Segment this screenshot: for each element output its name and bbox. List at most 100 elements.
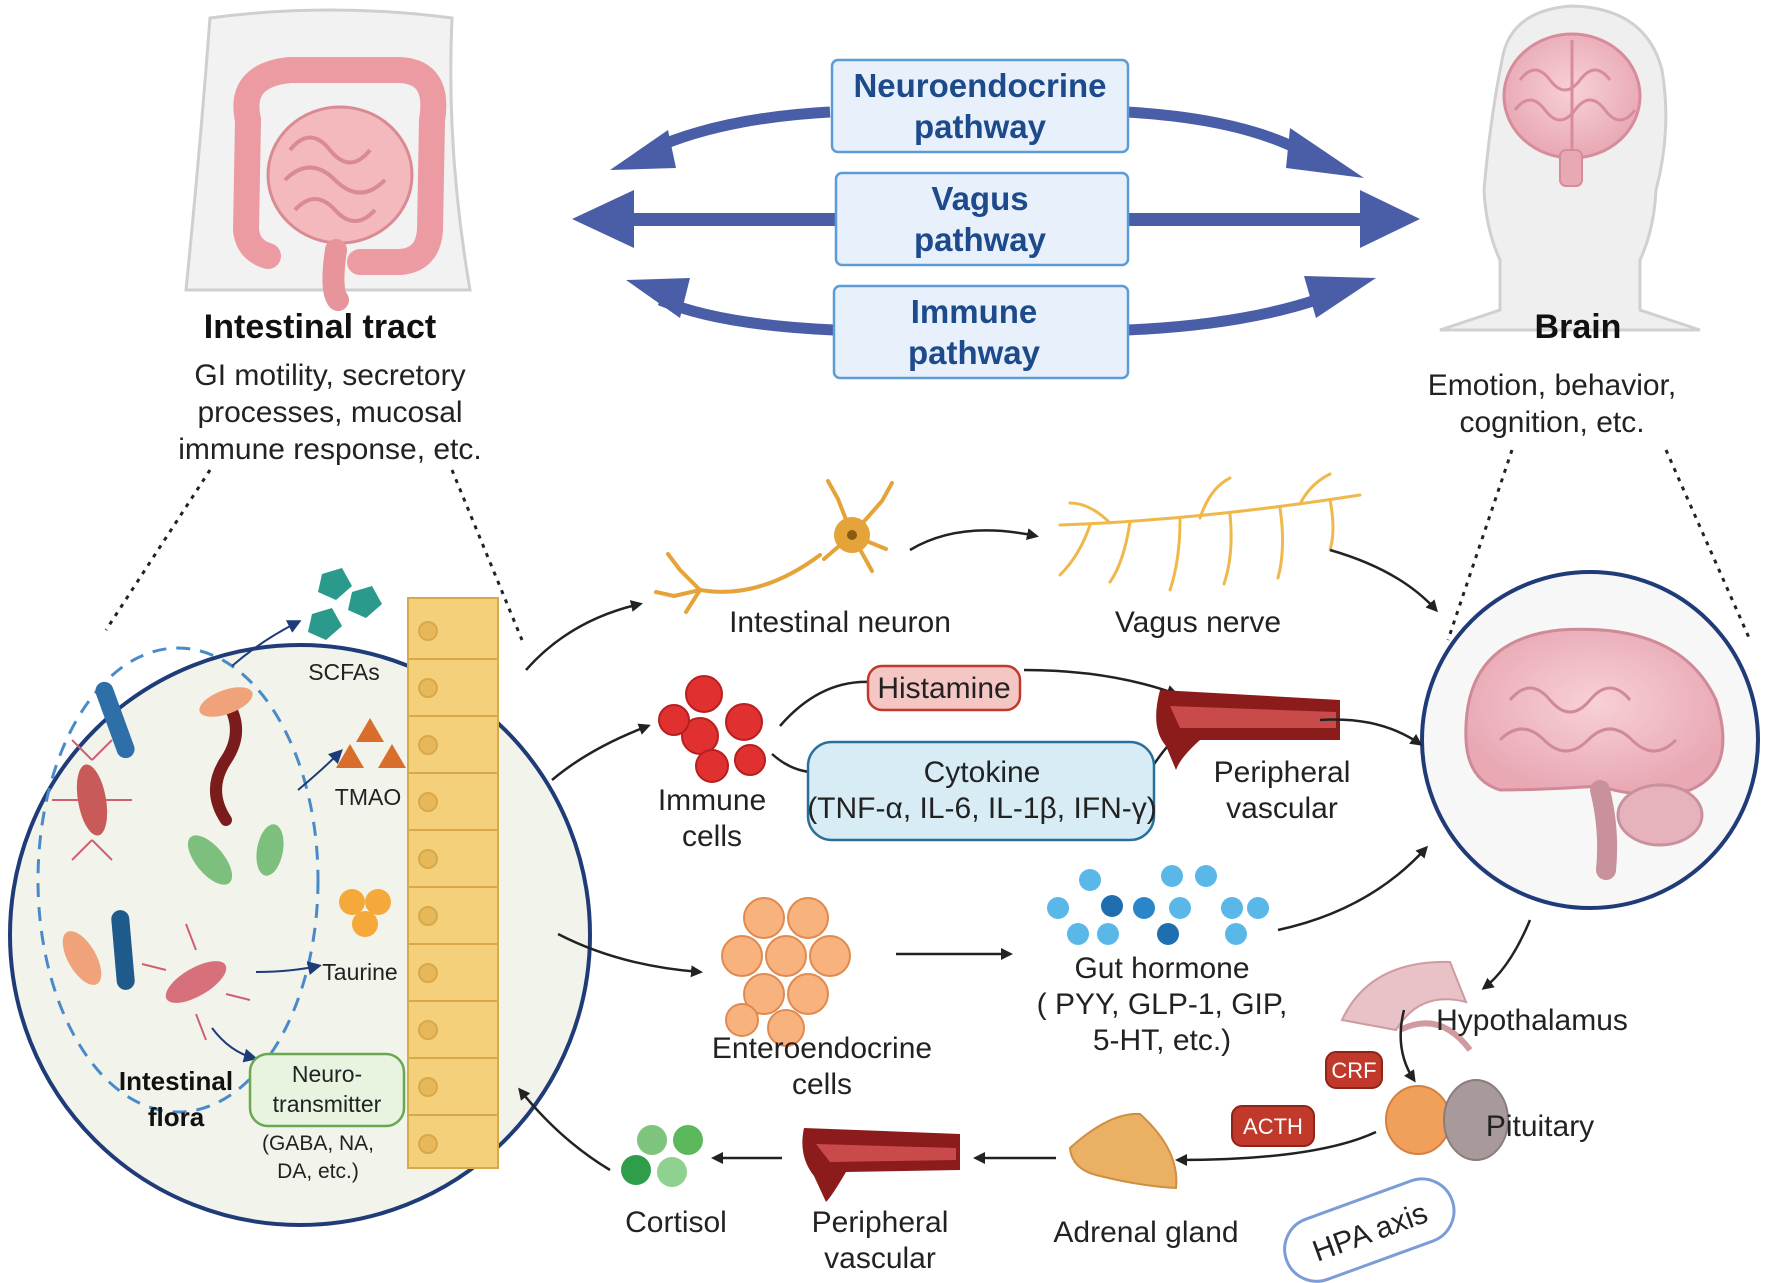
acth-label: ACTH (1243, 1114, 1303, 1139)
gut-hormone-title: Gut hormone (1074, 952, 1249, 985)
peripheral-vascular-icon-upper (1156, 690, 1340, 770)
vagus-arrow-left (620, 213, 836, 226)
hpa-axis-badge: HPA axis (1283, 1177, 1456, 1283)
enteroendocrine-label-line: cells (792, 1068, 852, 1101)
acth-badge (1231, 1105, 1315, 1147)
zoom-line-left-1 (104, 469, 212, 631)
pituitary-label: Pituitary (1486, 1110, 1594, 1143)
immune-cells-label-line: cells (682, 820, 742, 853)
arrow-to-neurotransmitter (211, 1027, 258, 1063)
bacteria-region (36, 646, 320, 1114)
arrowhead-left-3 (626, 278, 690, 318)
intestinal-flora-label-line: Intestinal (119, 1066, 233, 1096)
enteroendocrine-label-line: Enteroendocrine (712, 1032, 932, 1065)
arrow-immune-to-histamine (779, 680, 871, 727)
arrowhead-right-3 (1304, 276, 1376, 318)
hypothalamus-pituitary-icon (1340, 960, 1509, 1161)
brain-title: Brain (1535, 308, 1622, 346)
immune-arrow-right (1127, 294, 1318, 336)
peripheral-vascular-icon-lower (802, 1128, 960, 1202)
immune-arrow-left (657, 294, 835, 336)
zoom-line-left-2 (450, 469, 524, 641)
bacteria-icons (52, 681, 284, 1041)
intestinal-tract-illustration (184, 8, 472, 311)
enteroendocrine-cells-icon (721, 897, 851, 1047)
arrow-vessel-to-brain (1319, 718, 1423, 746)
cytokine-list: (TNF-α, IL-6, IL-1β, IFN-γ) (807, 792, 1157, 825)
cytokine-title: Cytokine (924, 756, 1041, 789)
hypothalamus-label: Hypothalamus (1436, 1004, 1628, 1037)
intestinal-tract-desc-line: immune response, etc. (178, 433, 481, 466)
zoom-line-right-1 (1446, 449, 1514, 641)
pathway-label-line2: pathway (914, 221, 1047, 258)
neurotransmitter-label-line: transmitter (273, 1091, 382, 1117)
zoom-line-right-2 (1664, 449, 1752, 641)
metabolite-label-tmao: TMAO (335, 784, 401, 810)
brain-desc-line: cognition, etc. (1459, 406, 1644, 439)
arrowhead-left-2 (572, 190, 634, 248)
cortisol-label: Cortisol (625, 1206, 727, 1239)
arrow-to-scfas (231, 620, 302, 667)
arrow-immune-to-cytokine (771, 753, 811, 774)
pathway-box-vagus: Vagus pathway (834, 171, 1130, 267)
cortisol-icon (621, 1125, 703, 1187)
vagus-arrow-right (1124, 213, 1374, 226)
arrowhead-right-1 (1286, 128, 1364, 178)
arrow-brain-to-hypothalamus (1481, 919, 1532, 990)
peripheral-vascular-label-line: Peripheral (1214, 756, 1351, 789)
pathway-label-line2: pathway (914, 108, 1047, 145)
histamine-label: Histamine (877, 672, 1010, 705)
cytokine-box (806, 740, 1156, 842)
intestinal-flora-label-line: flora (148, 1102, 205, 1132)
pathway-box-immune: Immune pathway (832, 284, 1130, 380)
vagus-nerve-label: Vagus nerve (1115, 606, 1281, 639)
intestinal-neuron-label: Intestinal neuron (729, 606, 951, 639)
brain-sagittal-circle (1420, 570, 1760, 910)
intestinal-tract-title: Intestinal tract (204, 308, 436, 346)
peripheral-vascular-label-line: vascular (1226, 792, 1338, 825)
adrenal-gland-icon (1068, 1112, 1178, 1190)
metabolite-label-scfas: SCFAs (308, 659, 380, 685)
adrenal-gland-label: Adrenal gland (1053, 1216, 1238, 1249)
pathway-box-neuroendocrine: Neuroendocrine pathway (830, 58, 1130, 154)
scfas-icon (308, 568, 382, 640)
arrow-histamine-to-vessel (1023, 668, 1179, 697)
intestinal-flora-circle: SCFAs TMAO Taurine Neuro- transmitter (G… (8, 568, 592, 1227)
arrow-epithelium-to-neuron (525, 600, 643, 671)
arrowhead-left-1 (610, 130, 676, 170)
crf-label: CRF (1331, 1058, 1376, 1083)
neurotransmitter-examples-line: (GABA, NA, (262, 1132, 374, 1155)
brain-head-illustration (1439, 4, 1701, 332)
pathway-label-line1: Vagus (931, 180, 1028, 217)
vagus-nerve-icon (1058, 472, 1362, 592)
neurotransmitter-examples-line: DA, etc.) (277, 1160, 359, 1183)
neuroendocrine-arrow-right (1125, 106, 1303, 155)
arrow-to-tmao (297, 749, 343, 791)
taurine-icon (339, 889, 391, 937)
immune-cells-label-line: Immune (658, 784, 766, 817)
arrow-epithelium-to-immune (551, 723, 651, 781)
intestinal-tract-desc-line: processes, mucosal (197, 396, 462, 429)
pathway-label-line1: Neuroendocrine (853, 67, 1106, 104)
neurotransmitter-label-line: Neuro- (292, 1061, 362, 1087)
gut-hormone-icon (1047, 865, 1269, 945)
immune-cells-icon (658, 675, 766, 783)
neurotransmitter-box (248, 1052, 406, 1128)
crf-badge (1325, 1051, 1383, 1089)
brain-desc-line: Emotion, behavior, (1428, 369, 1676, 402)
arrow-hypothalamus-to-pituitary (1399, 1009, 1416, 1083)
peripheral-vascular-lower-label-line: vascular (824, 1242, 936, 1275)
arrow-epithelium-to-enteroendocrine (557, 932, 703, 978)
pathway-label-line1: Immune (911, 293, 1038, 330)
arrow-neuron-to-vagus (909, 528, 1039, 552)
gut-hormone-list-line: 5-HT, etc.) (1093, 1024, 1231, 1057)
arrow-vagus-to-brain (1329, 548, 1439, 613)
arrow-cortisol-to-epithelium (518, 1087, 611, 1172)
arrow-to-taurine (255, 961, 322, 975)
intestinal-epithelium (407, 597, 499, 1169)
pathway-label-line2: pathway (908, 334, 1041, 371)
arrowhead-right-2 (1360, 190, 1420, 248)
neuroendocrine-arrow-left (647, 106, 831, 156)
metabolite-label-taurine: Taurine (322, 959, 397, 985)
